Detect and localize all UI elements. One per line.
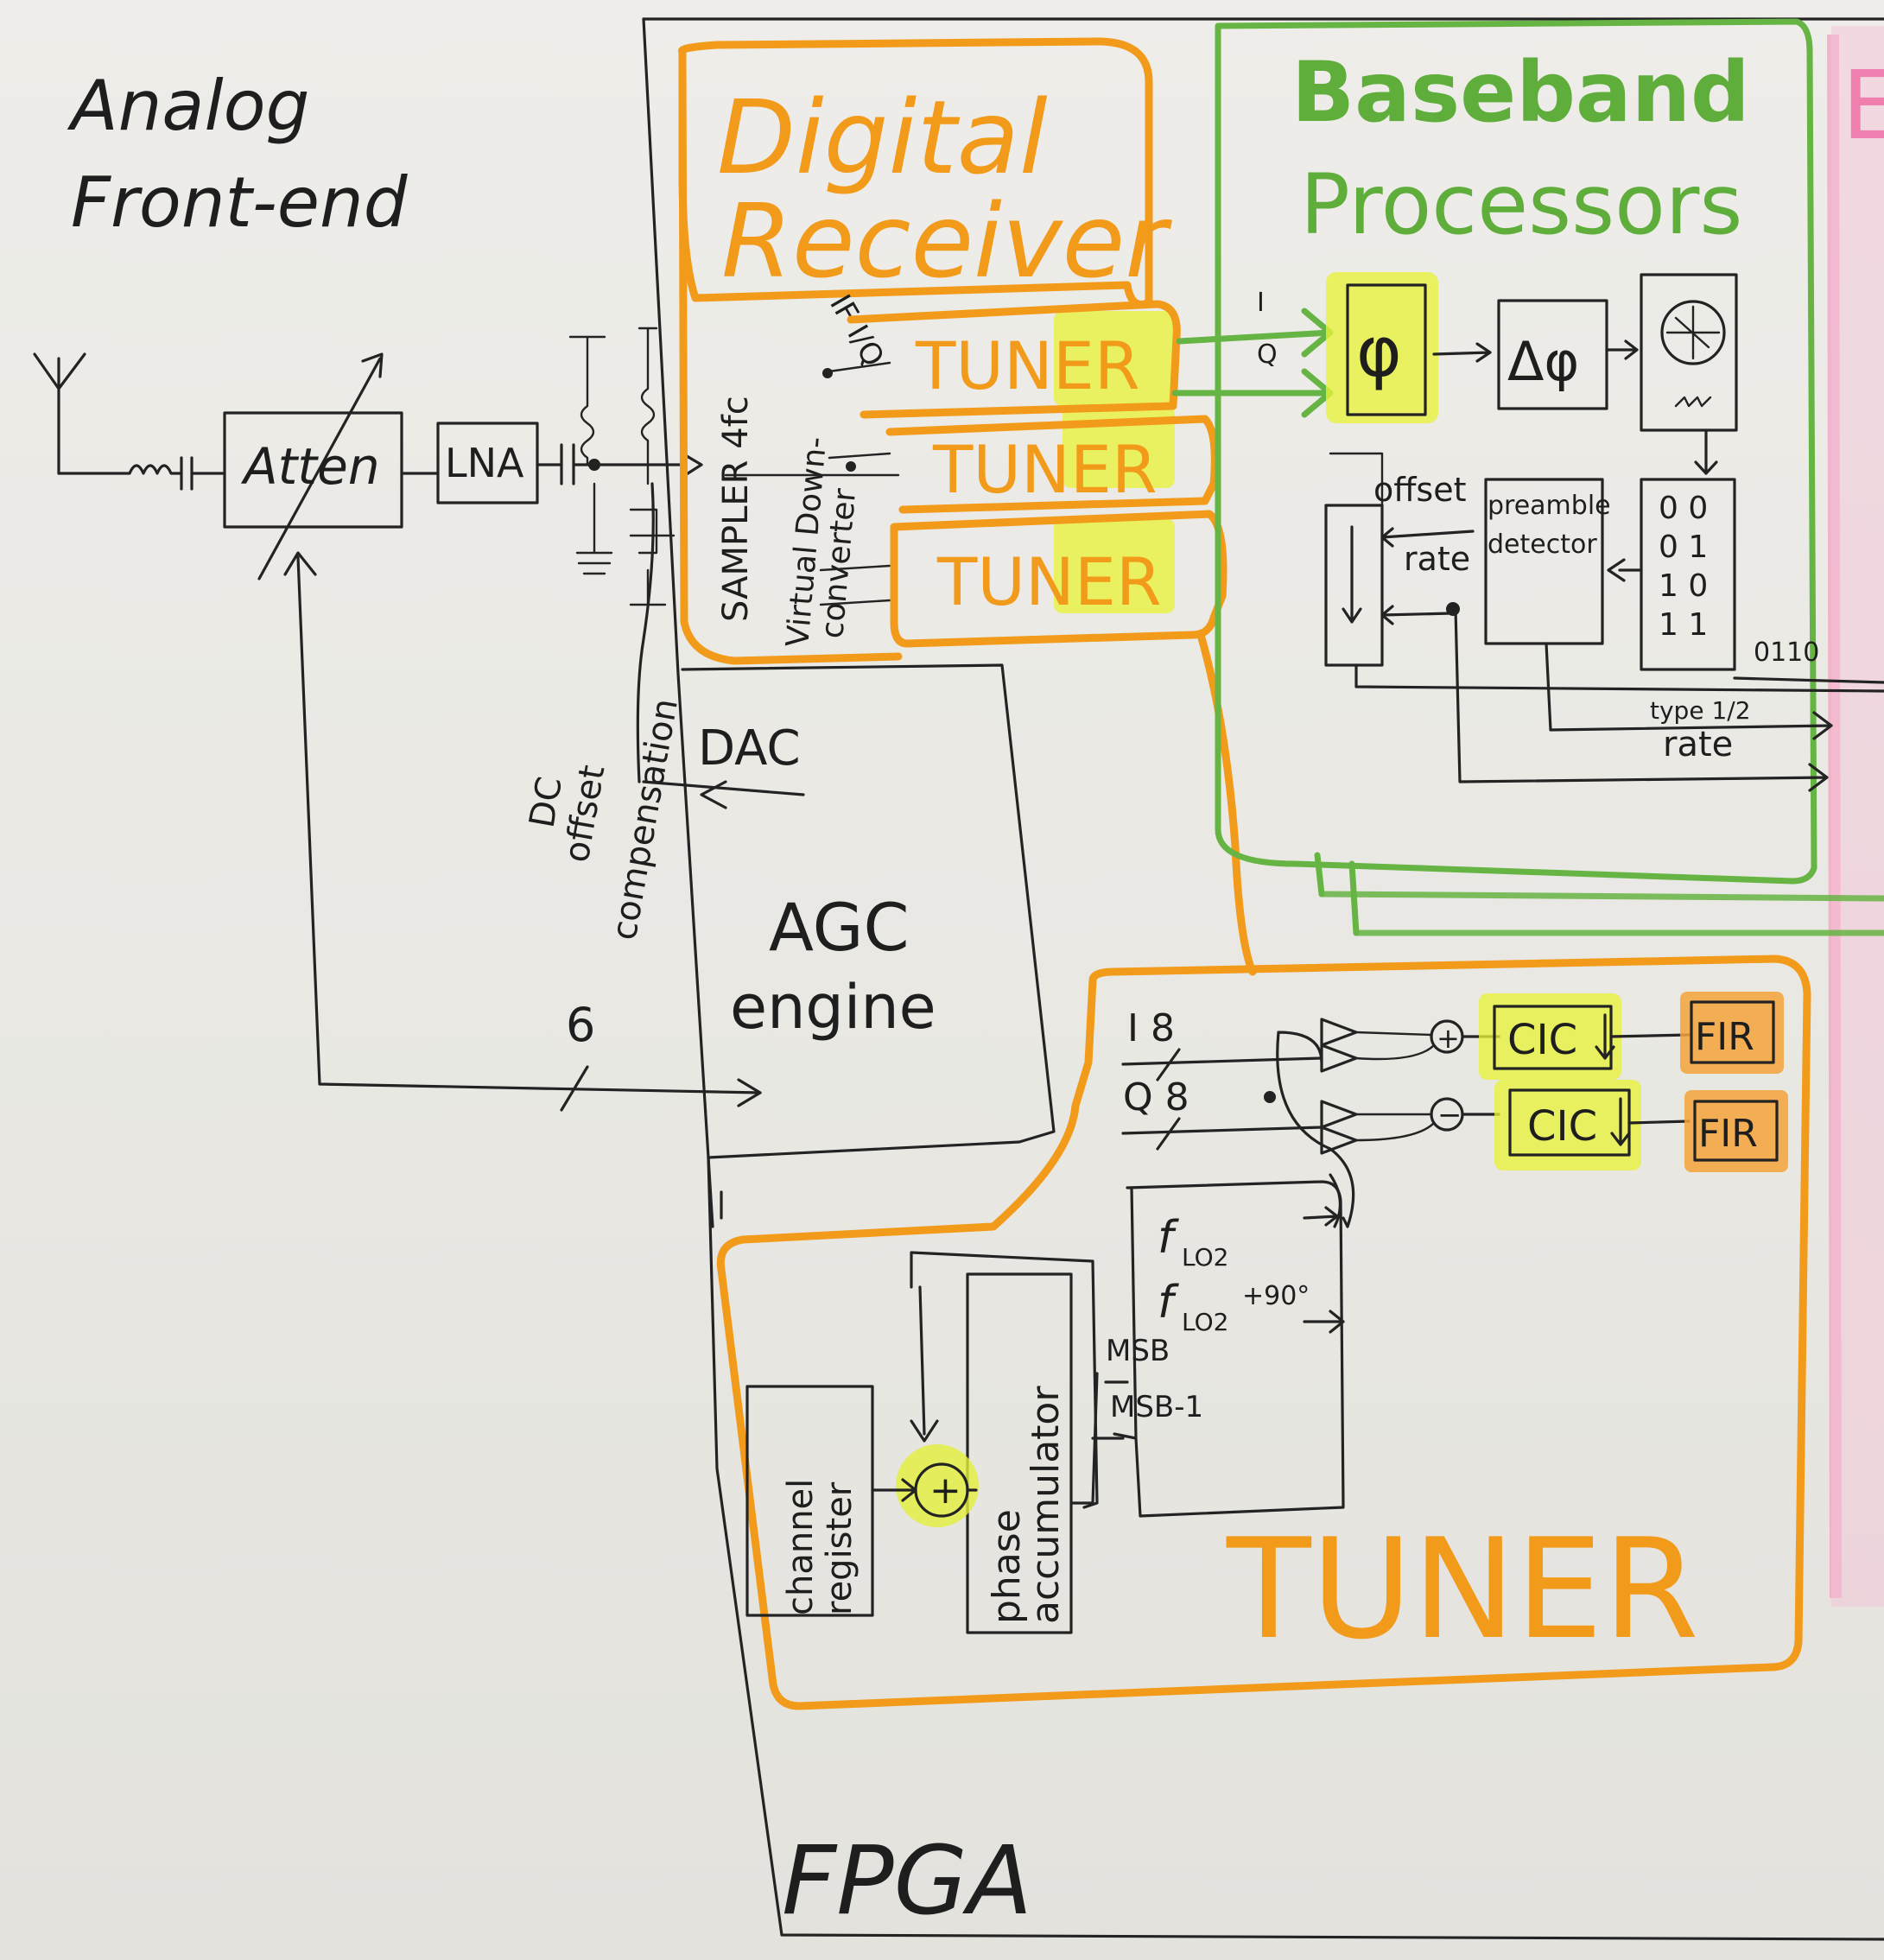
type-output-label: type 1/2	[1650, 696, 1751, 725]
baseband-processors-block: Baseband Processors	[1215, 18, 1884, 936]
tuner-q8-label: Q 8	[1123, 1075, 1189, 1120]
fir-filter-q: FIR	[1684, 1090, 1788, 1172]
tuner-3-label: TUNER	[936, 543, 1162, 620]
phase-accumulator-line2: accumulator	[1024, 1386, 1068, 1624]
dc-offset-line1: DC	[523, 774, 571, 831]
pink-block-edge: E	[1827, 26, 1884, 1607]
baseband-input-q: Q	[1257, 339, 1278, 370]
phase-detector-block: φ	[1326, 272, 1438, 423]
preamble-detector-line1: preamble	[1488, 491, 1611, 521]
rate-label: rate	[1404, 540, 1470, 578]
tuner-2-label: TUNER	[932, 431, 1158, 508]
baseband-title-line1: Baseband	[1291, 44, 1750, 141]
dc-offset-compensation: DC offset compensation	[523, 695, 686, 942]
phi-label: φ	[1356, 312, 1402, 392]
vdc-output-wires	[724, 361, 900, 606]
sampler-label: SAMPLER 4fc	[716, 396, 756, 622]
preamble-detector-block: preamble detector	[1446, 478, 1643, 645]
if-iq-label: IF I/Q	[822, 289, 891, 373]
msb-label: MSB	[1106, 1334, 1170, 1368]
digital-receiver-title-line2: Receiver	[721, 181, 1172, 301]
fir-q-label: FIR	[1698, 1112, 1758, 1156]
flo2-sub-label: LO2	[1182, 1243, 1228, 1272]
channel-register-block: channel register	[745, 1385, 917, 1617]
bits-row-3: 1 0	[1659, 568, 1708, 604]
delta-phi-block: Δφ	[1497, 299, 1608, 410]
baseband-title-line2: Processors	[1300, 156, 1742, 253]
tuner-zoom-connector	[1196, 631, 1257, 976]
flo2-90-label: f	[1158, 1277, 1179, 1329]
digital-receiver-title-line1: Digital	[717, 78, 1048, 197]
bus-width-6: 6	[566, 998, 595, 1052]
tuner-1-label: TUNER	[915, 327, 1140, 404]
edge-partial-label: E	[1842, 50, 1884, 161]
lna-to-sampler-wire	[536, 443, 703, 485]
agc-feedback-wire	[283, 551, 762, 1094]
tuner-i8-label: I 8	[1127, 1006, 1175, 1050]
bit-table: 0 0 0 1 1 0 1 1	[1640, 478, 1736, 671]
adder-minus-label: −	[1437, 1098, 1462, 1132]
bits-row-1: 0 0	[1659, 491, 1708, 526]
phase-accumulator-line1: phase	[985, 1509, 1029, 1624]
baseband-input-i: I	[1257, 288, 1265, 318]
preamble-detector-line2: detector	[1488, 530, 1597, 560]
offset-rate-block: offset rate	[1324, 452, 1475, 667]
dc-offset-line3: compensation	[605, 695, 686, 942]
accumulator-adder: +	[896, 1444, 979, 1527]
fpga-outline: FPGA	[642, 17, 1884, 1941]
flo2-label: f	[1158, 1212, 1179, 1264]
agc-title-line1: AGC	[769, 889, 910, 966]
tuner-big-label: TUNER	[1226, 1508, 1699, 1670]
lna-label: LNA	[445, 440, 524, 486]
cic-filter-q: CIC	[1494, 1080, 1641, 1170]
bits-row-2: 0 1	[1659, 530, 1708, 565]
adder-plus-label: +	[1437, 1022, 1460, 1055]
flo2-90-suffix: +90°	[1242, 1281, 1310, 1311]
flo2-90-sub-label: LO2	[1182, 1308, 1228, 1336]
attenuator-label: Atten	[240, 437, 380, 496]
slicer-block	[1640, 273, 1738, 432]
input-matching-network	[57, 456, 225, 491]
analog-title-line1: Analog	[67, 66, 309, 146]
attenuator-box: Atten	[223, 352, 403, 580]
bits-row-4: 1 1	[1659, 607, 1708, 643]
mixer-adder-q: −	[1320, 1097, 1464, 1155]
tuner-stack: TUNER TUNER TUNER	[847, 300, 1227, 648]
channel-register-line1: channel	[781, 1479, 821, 1615]
mixer-adder-i: +	[1320, 1018, 1464, 1073]
offset-label: offset	[1373, 471, 1467, 509]
cic-q-label: CIC	[1527, 1102, 1597, 1151]
dac-label: DAC	[698, 720, 801, 777]
fpga-label: FPGA	[782, 1825, 1032, 1936]
channel-register-line2: register	[820, 1481, 860, 1615]
msb1-label: MSB-1	[1110, 1390, 1203, 1424]
rate-output-label: rate	[1663, 725, 1733, 764]
cic-filter-i: CIC	[1479, 993, 1621, 1080]
antenna-icon	[33, 352, 86, 475]
analog-title-line2: Front-end	[71, 162, 409, 243]
phase-accumulator-block: phase accumulator	[910, 1251, 1099, 1634]
accumulator-adder-plus: +	[929, 1468, 961, 1513]
fir-filter-i: FIR	[1680, 992, 1784, 1074]
dc-offset-line2: offset	[557, 762, 613, 865]
delta-phi-label: Δφ	[1507, 330, 1579, 393]
bits-out-label: 0110	[1754, 637, 1819, 668]
fir-i-label: FIR	[1695, 1015, 1754, 1059]
dac-arrow	[642, 780, 805, 809]
cic-i-label: CIC	[1507, 1016, 1577, 1064]
agc-title-line2: engine	[730, 972, 936, 1043]
tuner-detail-block: TUNER	[716, 955, 1811, 1710]
agc-engine-block: AGC engine	[681, 663, 1056, 1159]
lna-box: LNA	[436, 422, 539, 504]
